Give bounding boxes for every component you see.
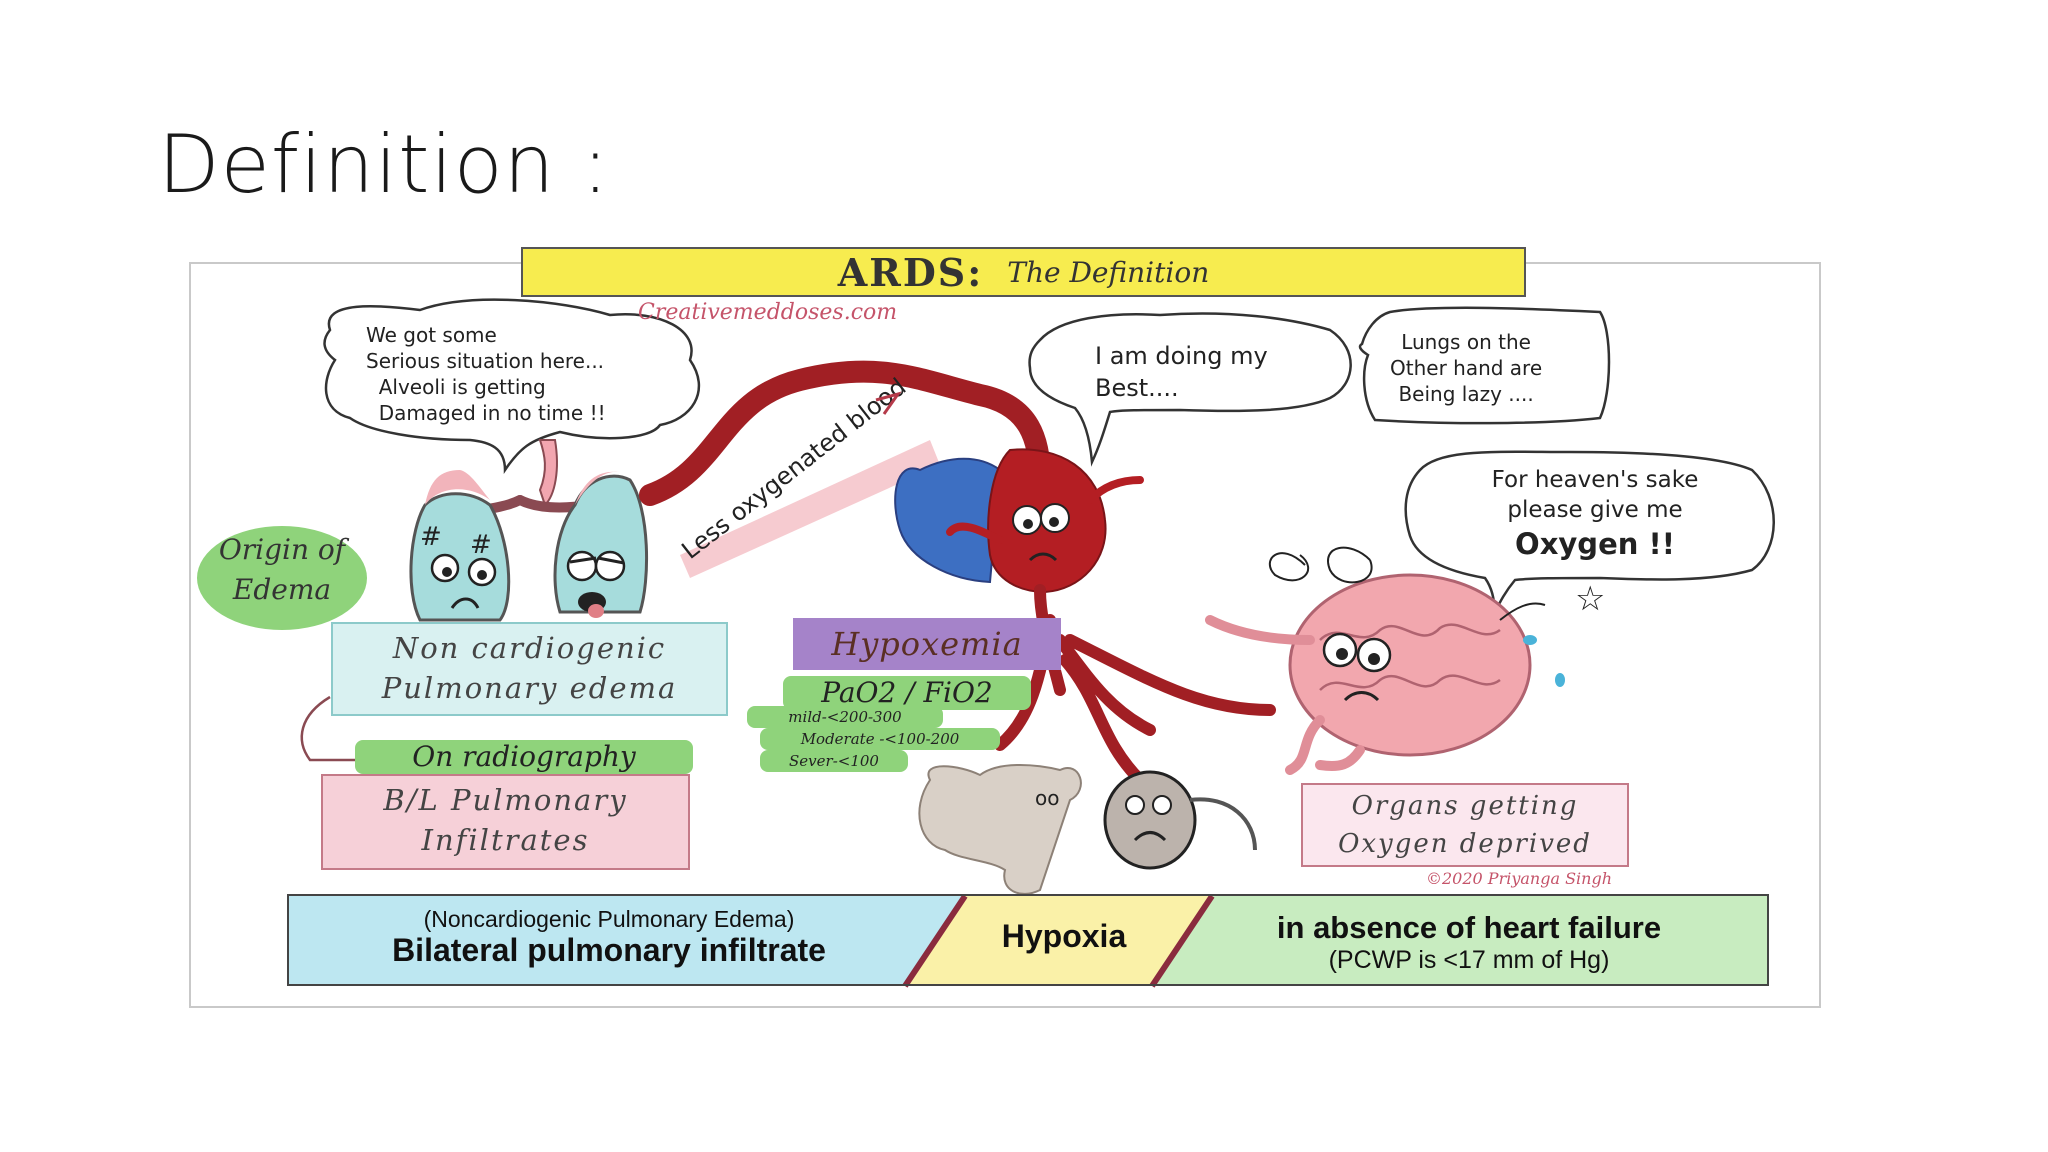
hypoxemia-box: Hypoxemia: [793, 618, 1061, 670]
radiography-pill: On radiography: [355, 740, 693, 774]
brain-bubble-text: For heaven's sake please give me Oxygen …: [1430, 465, 1760, 563]
lungs-bubble-text: We got some Serious situation here... Al…: [366, 323, 606, 425]
svg-text:#: #: [420, 522, 442, 552]
lazy-lungs-bubble: [1358, 306, 1611, 425]
origin-line2: Edema: [232, 573, 332, 606]
severity-mild: mild-<200-300: [747, 706, 943, 728]
flow-arrow: [300, 695, 355, 762]
intestine-figure: oo: [918, 764, 1082, 895]
heart-figure: [894, 448, 1144, 594]
organs-box: Organs getting Oxygen deprived: [1301, 783, 1629, 867]
origin-of-edema-blob: [197, 526, 367, 630]
definition-bar: (Noncardiogenic Pulmonary Edema) Bilater…: [287, 894, 1769, 986]
brain-bubble-line2: please give me: [1507, 497, 1683, 523]
origin-line1: Origin of: [218, 533, 346, 566]
severity-severe: Sever-<100: [760, 750, 908, 772]
brain-bubble-line1: For heaven's sake: [1491, 467, 1699, 493]
pao2-fio2-pill: PaO2 / FiO2: [783, 676, 1031, 710]
bar-left-small: (Noncardiogenic Pulmonary Edema): [423, 906, 795, 932]
blood-vessel: [639, 360, 1051, 506]
banner-subtitle: The Definition: [1007, 255, 1210, 289]
severity-moderate: Moderate -<100-200: [760, 728, 1000, 750]
ards-banner: ARDS: The Definition: [521, 247, 1526, 297]
bar-left-big: Bilateral pulmonary infiltrate: [392, 932, 826, 968]
slide-title: Definition :: [158, 118, 610, 211]
brain-figure: ☆: [1205, 546, 1605, 775]
origin-of-edema-label: Origin of Edema: [212, 530, 352, 610]
svg-text:#: #: [470, 530, 492, 560]
bar-middle: Hypoxia: [1001, 918, 1127, 954]
copyright-credit: ©2020 Priyanga Singh: [1426, 869, 1613, 888]
lazy-lungs-bubble-text: Lungs on the Other hand are Being lazy .…: [1390, 330, 1543, 406]
svg-text:☆: ☆: [1575, 579, 1605, 619]
kidney-figure: [1103, 770, 1257, 870]
infiltrates-box: B/L Pulmonary Infiltrates: [321, 774, 690, 870]
bar-right-big: in absence of heart failure: [1276, 910, 1662, 945]
website-credit: Creativemeddoses.com: [638, 300, 898, 325]
noncardiogenic-box: Non cardiogenic Pulmonary edema: [331, 622, 728, 716]
brain-speech-bubble: [1404, 450, 1775, 617]
banner-title: ARDS:: [837, 249, 984, 295]
heart-speech-bubble: [1028, 312, 1352, 467]
brain-bubble-line3: Oxygen !!: [1515, 527, 1675, 561]
heart-bubble-text: I am doing my Best....: [1095, 342, 1268, 402]
lungs-speech-bubble: [323, 298, 701, 475]
bar-right-small: (PCWP is <17 mm of Hg): [1328, 946, 1610, 974]
svg-text:oo: oo: [1035, 786, 1059, 810]
lungs-figure: # #: [409, 439, 649, 622]
